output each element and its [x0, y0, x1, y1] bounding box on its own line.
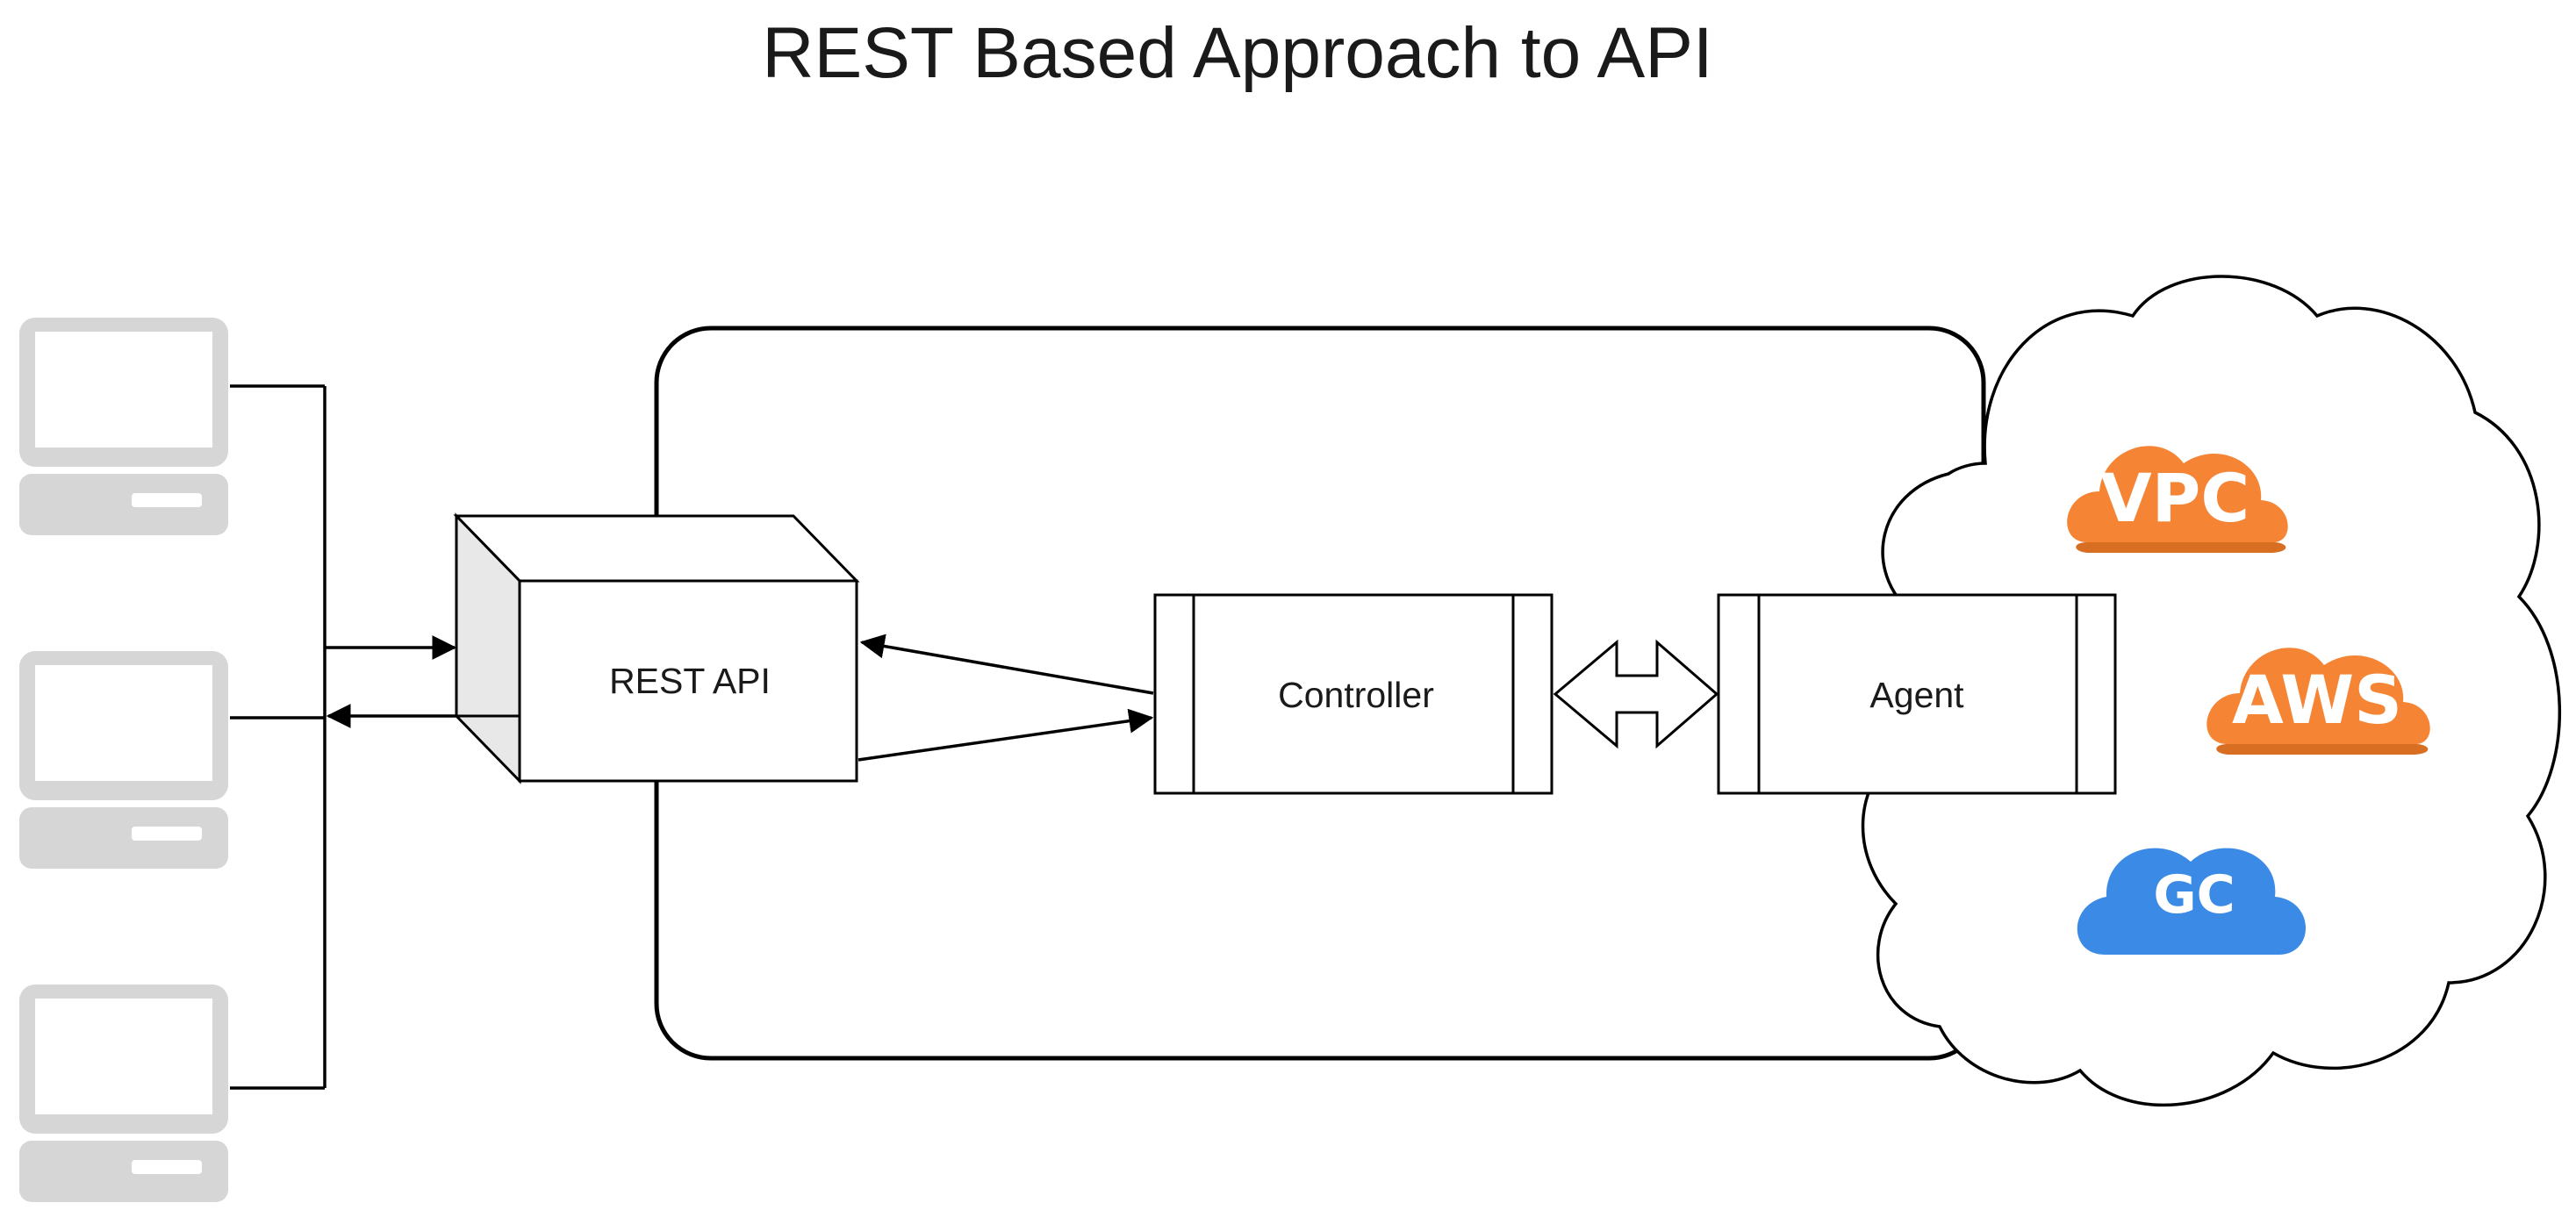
controller-agent-connector [1553, 639, 1719, 749]
diagram-title: REST Based Approach to API [762, 13, 1712, 93]
aws-cloud-badge: AWS [2206, 648, 2430, 755]
aws-label: AWS [2232, 661, 2402, 739]
client-bus-lines [230, 384, 326, 1090]
desktop-computer-icon [19, 318, 228, 535]
vpc-label: VPC [2100, 459, 2250, 537]
desktop-computer-icon [19, 984, 228, 1202]
vpc-cloud-badge: VPC [2067, 446, 2288, 553]
rest-controller-arrows [857, 634, 1154, 762]
agent-label: Agent [1869, 675, 1964, 715]
client-computer-3 [19, 984, 228, 1202]
rest-api-label: REST API [609, 661, 771, 701]
controller-label: Controller [1278, 675, 1434, 715]
rest-api-node: REST API [453, 512, 860, 784]
gc-label: GC [2153, 864, 2235, 926]
client-computer-1 [19, 318, 228, 535]
desktop-computer-icon [19, 651, 228, 869]
client-computer-2 [19, 651, 228, 869]
gc-cloud-badge: GC [2077, 848, 2307, 955]
client-rest-arrows [325, 635, 457, 728]
controller-node: Controller [1153, 593, 1553, 795]
agent-node: Agent [1717, 593, 2117, 795]
